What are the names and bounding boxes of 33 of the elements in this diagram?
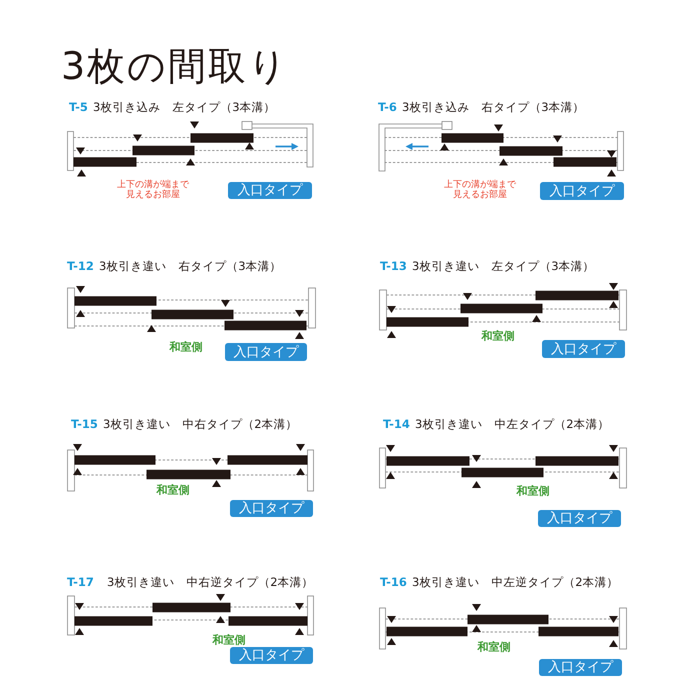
note-text: 上下の溝が端まで見えるお部屋 [443,181,517,200]
type-badge: 入口タイプ [230,500,313,517]
title: 3枚の間取り [61,47,290,85]
panel-heading: 3枚引き違い 中左タイプ（2本溝） [414,419,610,430]
type-code: T-17 [67,577,94,588]
panel-heading: 3枚引き違い 左タイプ（3本溝） [412,261,595,272]
type-badge: 入口タイプ [228,182,312,199]
panel-heading: 3枚引き込み 右タイプ（3本溝） [402,102,585,114]
note-text: 上下の溝が端まで見えるお部屋 [116,181,190,200]
room-side-label: 和室側 [212,634,246,646]
type-badge: 入口タイプ [540,182,624,200]
type-badge: 入口タイプ [539,659,622,676]
room-side-label: 和室側 [482,330,514,342]
room-side-label: 和室側 [156,484,190,496]
panel-heading: 3枚引き違い 中右タイプ（2本溝） [102,419,298,430]
room-side-label: 和室側 [516,486,550,496]
type-code: T-14 [383,419,410,430]
type-badge: 入口タイプ [230,647,313,664]
panel-heading: 3枚引き違い 右タイプ（3本溝） [98,261,282,272]
type-code: T-12 [67,261,94,272]
type-code: T-6 [378,102,397,114]
type-code: T-16 [380,577,407,588]
type-code: T-13 [380,261,407,272]
room-side-label: 和室側 [478,642,510,652]
type-code: T-15 [71,419,98,430]
type-badge: 入口タイプ [538,510,621,527]
type-code: T-5 [69,102,88,114]
type-badge: 入口タイプ [225,343,307,361]
panel-heading: 3枚引き違い 中左逆タイプ（2本溝） [412,577,619,588]
panel-heading: 3枚引き込み 左タイプ（3本溝） [92,102,276,114]
room-side-label: 和室側 [170,342,202,352]
panel-heading: 3枚引き違い 中右逆タイプ（2本溝） [106,577,314,588]
type-badge: 入口タイプ [542,340,625,358]
